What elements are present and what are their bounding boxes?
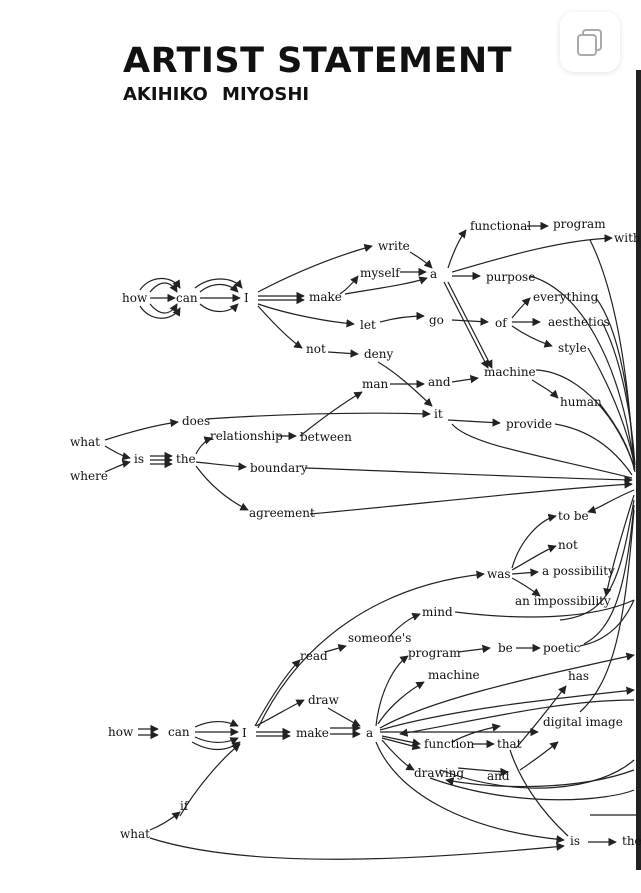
word-and: and [428, 375, 451, 389]
word-between: between [300, 430, 352, 444]
word-someones: someone's [348, 631, 411, 645]
word-was: was [487, 567, 511, 581]
word-to-be: to be [558, 509, 589, 523]
word-how-2: how [108, 725, 134, 739]
word-digital-image: digital image [543, 715, 623, 729]
word-if: if [180, 799, 190, 813]
word-function: function [424, 737, 475, 751]
diagram-words: write functional program with myself a p… [70, 217, 641, 848]
word-is: is [134, 452, 144, 466]
word-deny: deny [364, 347, 394, 361]
page-title: ARTIST STATEMENT [123, 41, 513, 81]
word-drawing: drawing [414, 766, 464, 780]
word-the: the [176, 452, 196, 466]
word-and-2: and [487, 769, 510, 783]
word-aesthetics: aesthetics [548, 315, 610, 329]
word-i: I [244, 291, 249, 305]
word-a-possibility: a possibility [542, 564, 615, 578]
page-edge [636, 70, 641, 870]
word-is-2: is [570, 834, 580, 848]
word-let: let [360, 318, 376, 332]
word-can: can [176, 291, 198, 305]
word-purpose: purpose [486, 270, 535, 284]
word-myself: myself [360, 266, 401, 280]
word-program: program [553, 217, 606, 231]
word-i-2: I [242, 726, 247, 740]
word-not: not [306, 342, 326, 356]
word-be: be [498, 641, 513, 655]
word-agreement: agreement [249, 506, 315, 520]
word-what: what [70, 435, 100, 449]
word-with: with [614, 231, 641, 245]
word-does: does [182, 414, 210, 428]
word-program-2: program [408, 646, 461, 660]
word-poetic: poetic [543, 641, 581, 655]
copy-button[interactable] [560, 12, 620, 72]
word-has: has [568, 669, 589, 683]
word-human: human [560, 395, 602, 409]
word-how: how [122, 291, 148, 305]
word-of: of [495, 316, 508, 330]
word-where: where [70, 469, 108, 483]
word-that: that [497, 737, 522, 751]
word-not-2: not [558, 538, 578, 552]
word-man: man [362, 377, 389, 391]
diagram-edges [104, 221, 641, 860]
word-provide: provide [506, 417, 552, 431]
word-what-2: what [120, 827, 150, 841]
word-a-2: a [366, 726, 373, 740]
word-make: make [309, 290, 342, 304]
word-can-2: can [168, 725, 190, 739]
word-make-2: make [296, 726, 329, 740]
copy-icon [577, 29, 602, 56]
word-style: style [558, 341, 587, 355]
word-mind: mind [422, 605, 453, 619]
word-relationship: relationship [210, 429, 283, 443]
word-an-impossibility: an impossibility [515, 594, 611, 608]
word-a: a [430, 267, 437, 281]
word-everything: everything [533, 290, 599, 304]
word-write: write [378, 239, 410, 253]
word-it: it [434, 407, 443, 421]
word-boundary: boundary [250, 461, 308, 475]
word-functional: functional [470, 219, 531, 233]
word-machine-2: machine [428, 668, 480, 682]
word-draw: draw [308, 693, 340, 707]
word-go: go [429, 313, 444, 327]
author-name: AKIHIKO MIYOSHI [123, 84, 310, 105]
word-machine: machine [484, 365, 536, 379]
word-the-2: the [622, 834, 641, 848]
word-read: read [300, 649, 328, 663]
